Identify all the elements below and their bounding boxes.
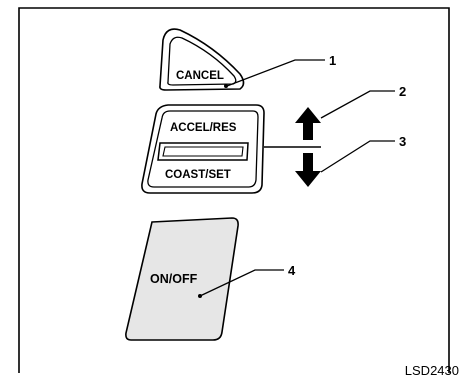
cancel-switch[interactable]: CANCEL	[159, 28, 245, 91]
callout-leader-4	[199, 269, 284, 297]
accel-res-label: ACCEL/RES	[170, 122, 237, 134]
callout-dot-4	[198, 294, 202, 298]
panel-border	[18, 7, 450, 373]
callout-leader-2	[320, 90, 395, 119]
callout-leader-3	[320, 140, 395, 173]
callout-dot-1	[224, 84, 228, 88]
on-off-label: ON/OFF	[150, 272, 198, 286]
on-off-switch[interactable]: ON/OFF	[125, 217, 239, 341]
accel-coast-switch[interactable]: ACCEL/RES COAST/SET	[141, 104, 265, 194]
callout-4: 4	[288, 263, 296, 278]
callout-leader-1	[226, 59, 325, 87]
arrow-up-icon	[295, 107, 321, 140]
callout-2: 2	[399, 84, 406, 99]
figure-code: LSD2430	[404, 363, 459, 378]
callout-3: 3	[399, 134, 406, 149]
callout-1: 1	[329, 53, 336, 68]
arrow-down-icon	[295, 153, 321, 187]
coast-set-label: COAST/SET	[165, 169, 231, 181]
cancel-label: CANCEL	[176, 70, 224, 82]
